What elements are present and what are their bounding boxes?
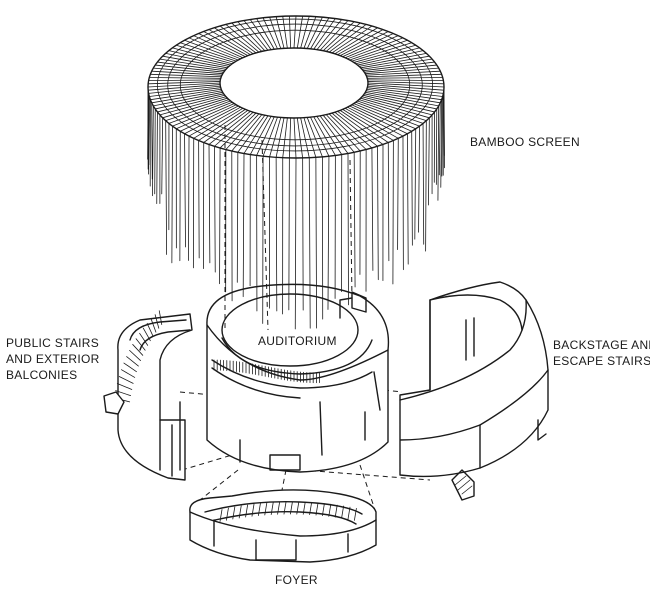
bamboo-ring-hatching bbox=[147, 15, 445, 159]
public-stairs-block bbox=[103, 310, 193, 481]
label-public-stairs-line-3: BALCONIES bbox=[6, 368, 78, 382]
bamboo-strands bbox=[147, 86, 445, 330]
foyer-block bbox=[189, 489, 377, 563]
bamboo-screen-ring bbox=[147, 15, 445, 330]
label-public-stairs-line-1: PUBLIC STAIRS bbox=[6, 336, 100, 350]
backstage-block bbox=[399, 281, 549, 501]
label-public-stairs-line-2: AND EXTERIOR bbox=[6, 352, 100, 366]
public-stair-treads bbox=[113, 310, 163, 403]
label-public-stairs: PUBLIC STAIRS AND EXTERIOR BALCONIES bbox=[6, 335, 100, 383]
label-auditorium: AUDITORIUM bbox=[258, 334, 337, 348]
bamboo-ring-inner-opening bbox=[219, 47, 369, 119]
label-bamboo-screen: BAMBOO SCREEN bbox=[470, 135, 580, 149]
label-backstage: BACKSTAGE AND ESCAPE STAIRS bbox=[553, 337, 650, 369]
label-backstage-line-1: BACKSTAGE AND bbox=[553, 338, 650, 352]
auditorium-drum bbox=[206, 283, 390, 473]
foyer-stair-treads bbox=[219, 501, 357, 522]
label-foyer: FOYER bbox=[275, 573, 318, 587]
label-backstage-line-2: ESCAPE STAIRS bbox=[553, 354, 650, 368]
bamboo-ring-outer-edge bbox=[147, 15, 445, 159]
